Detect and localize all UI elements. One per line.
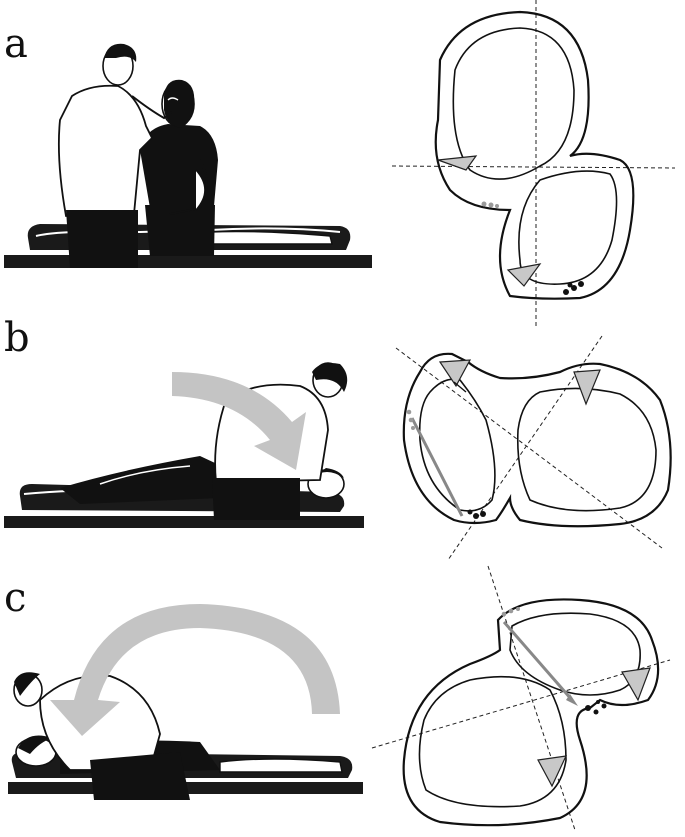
patient-figure-a xyxy=(140,79,218,256)
canal-diagram-b xyxy=(395,335,672,561)
rotation-arrow-b xyxy=(172,372,306,470)
canal-diagram-a xyxy=(391,0,676,328)
clinician-figure-c xyxy=(13,672,190,800)
otoconia-c xyxy=(501,607,607,715)
canal-diagram-c xyxy=(371,565,671,831)
panel-label-a: a xyxy=(4,21,28,67)
clinician-figure-a xyxy=(57,43,173,268)
panel-label-c: c xyxy=(4,575,27,621)
panel-c-illustration xyxy=(8,604,363,800)
panel-b-illustration xyxy=(4,362,364,528)
patient-figure-b xyxy=(60,456,345,504)
panel-a-illustration xyxy=(4,43,372,268)
panel-label-b: b xyxy=(4,315,30,361)
otoconia-b xyxy=(406,409,486,519)
rotation-arrow-c xyxy=(50,604,340,736)
otoconia-a xyxy=(481,201,584,295)
